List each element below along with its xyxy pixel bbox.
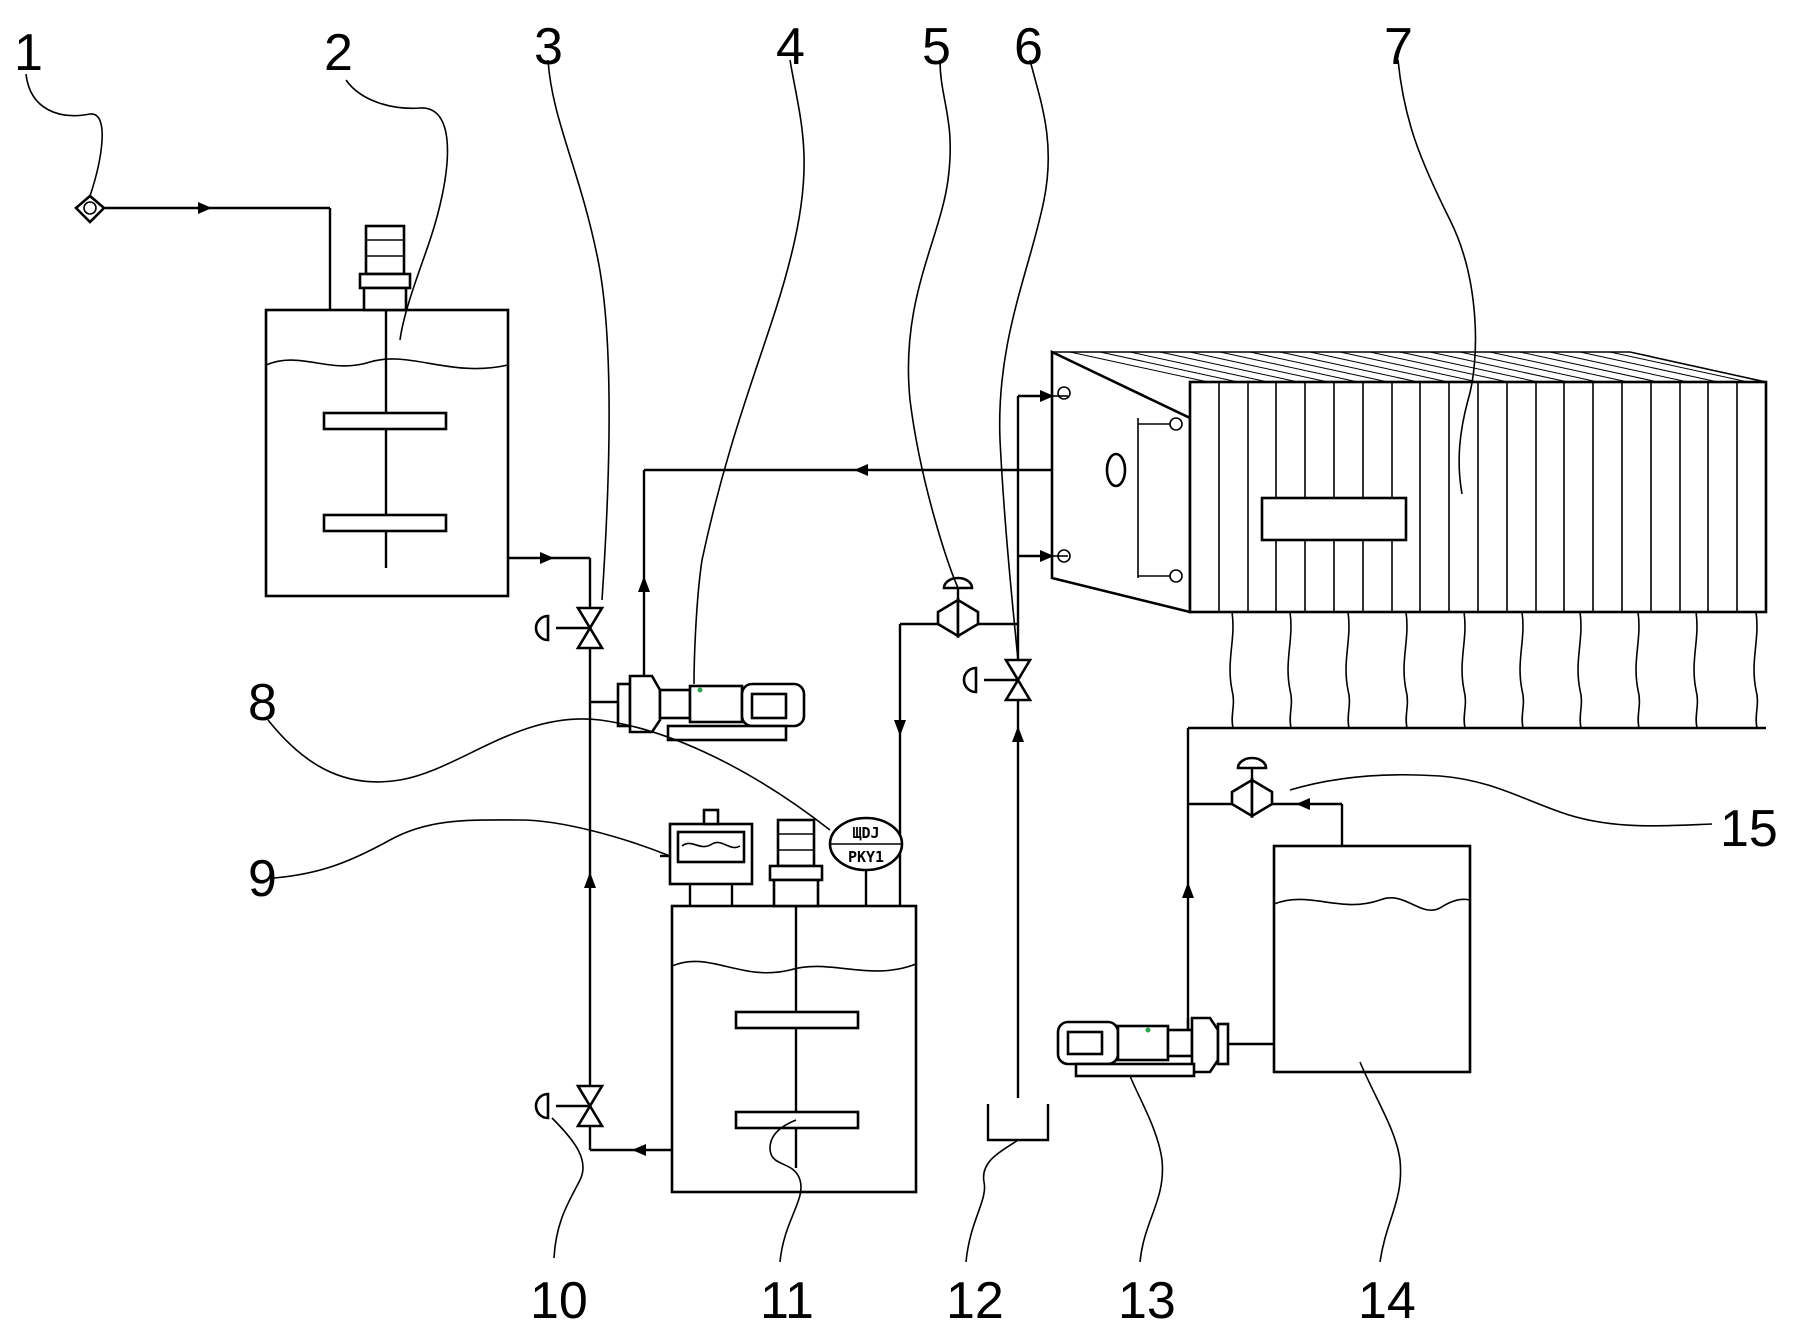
pneumatic-valve-5 — [936, 576, 980, 639]
label-3: 3 — [534, 18, 563, 76]
label-7: 7 — [1384, 18, 1413, 76]
leader-lines — [25, 59, 1713, 1263]
manual-valve-6 — [962, 658, 1033, 702]
label-13: 13 — [1118, 1272, 1176, 1330]
manual-valve-10 — [534, 1084, 605, 1128]
manual-valve-3 — [534, 606, 605, 650]
gauge-tag-bottom: PKY1 — [848, 848, 884, 866]
label-14: 14 — [1358, 1272, 1416, 1330]
pressure-gauge-8: ЩDJ PKY1 — [828, 816, 904, 906]
label-5: 5 — [922, 18, 951, 76]
agitator-motor-icon — [358, 224, 412, 312]
label-10: 10 — [530, 1272, 588, 1330]
label-15: 15 — [1720, 800, 1778, 858]
pneumatic-valve-15 — [1230, 756, 1274, 819]
label-1: 1 — [14, 24, 43, 82]
gauge-tag-top: ЩDJ — [852, 824, 879, 842]
agitator-motor-icon — [768, 818, 824, 908]
filtrate-drip-lines — [1229, 611, 1759, 729]
label-8: 8 — [248, 674, 277, 732]
reaction-tank-11 — [670, 818, 918, 1194]
label-6: 6 — [1014, 18, 1043, 76]
label-4: 4 — [776, 18, 805, 76]
mixing-tank-2 — [264, 224, 510, 598]
top-hatch — [1069, 351, 1749, 383]
label-11: 11 — [760, 1272, 814, 1330]
drain-12 — [986, 1104, 1050, 1142]
label-9: 9 — [248, 850, 277, 908]
flow-meter-icon — [74, 194, 106, 224]
dosing-tank-9 — [660, 808, 754, 908]
storage-tank-14 — [1272, 844, 1472, 1074]
label-2: 2 — [324, 24, 353, 82]
filter-press-7 — [1050, 349, 1768, 614]
filter-plates — [1218, 382, 1738, 612]
label-12: 12 — [946, 1272, 1004, 1330]
centrifugal-pump-13 — [1056, 1016, 1230, 1078]
centrifugal-pump-4 — [616, 674, 806, 742]
